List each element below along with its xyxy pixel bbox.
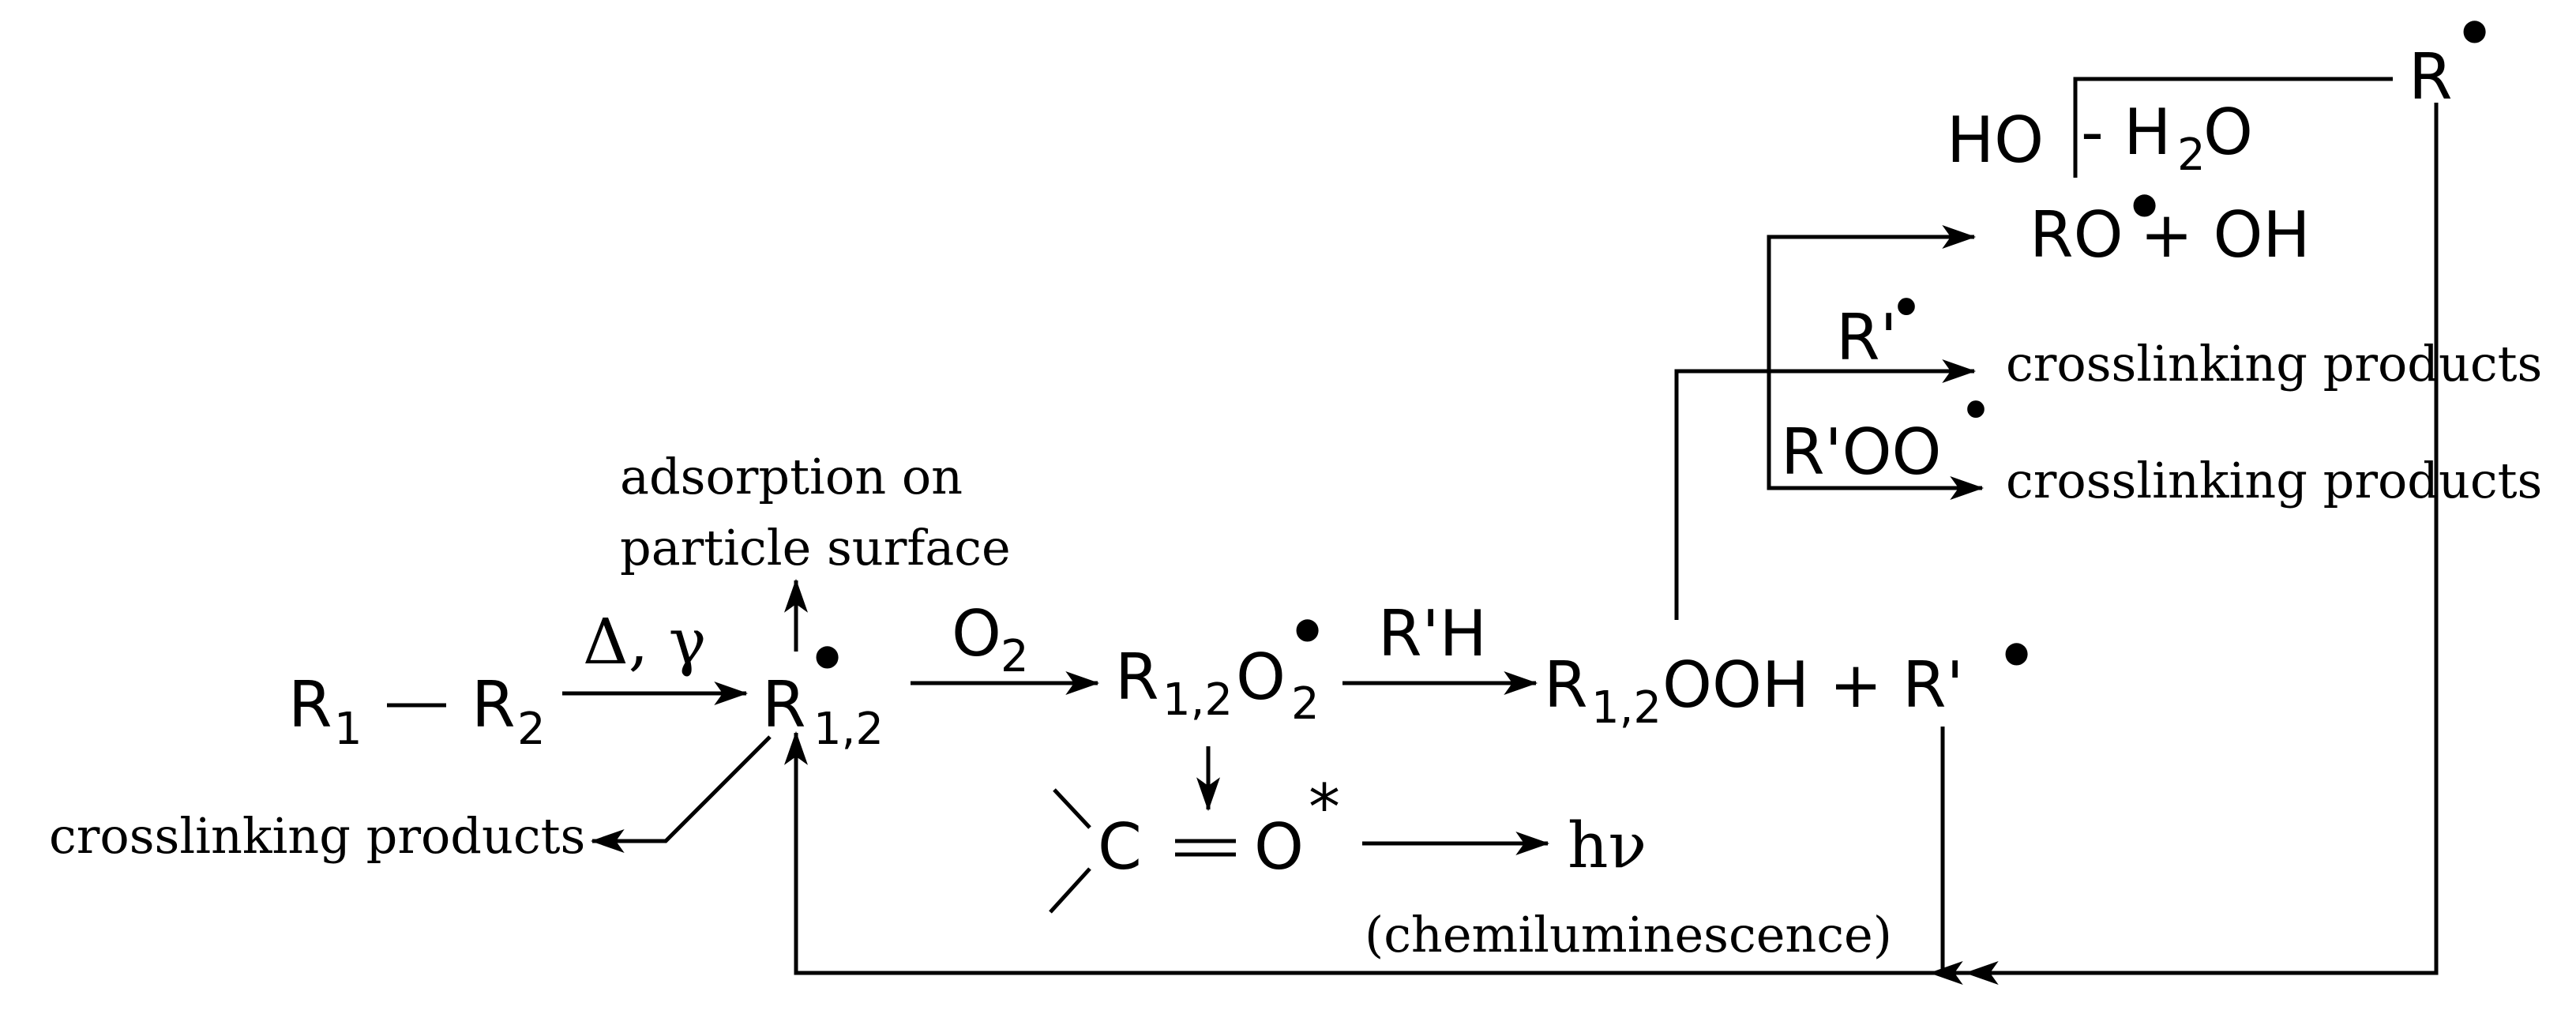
svg-text:R: R [762, 668, 806, 742]
chemiluminescence-label: (chemiluminescence) [1365, 906, 1892, 963]
r-prime-oo-label: R'OO [1781, 415, 1942, 489]
svg-text:R: R [471, 668, 516, 742]
water-elimination-bracket [2073, 77, 2393, 178]
peroxyl-radical: R 1,2 O 2 • [1115, 595, 1327, 730]
svg-text:R: R [288, 668, 332, 742]
svg-text:O: O [2203, 96, 2253, 169]
r2-label: R 2 [471, 668, 546, 755]
r-top-loop-arrow [1964, 103, 2439, 985]
heat-gamma-label: Δ, γ [583, 605, 706, 678]
r-prime-oo-dot: • [1965, 375, 1987, 445]
oxygen-label: O 2 [952, 597, 1029, 682]
svg-text:+ OH: + OH [2140, 198, 2311, 272]
svg-text:R: R [2409, 40, 2453, 114]
svg-text:1: 1 [334, 704, 362, 755]
svg-text:*: * [1309, 771, 1340, 844]
svg-text:2: 2 [2177, 130, 2206, 181]
svg-text:RO: RO [2030, 198, 2124, 272]
svg-text:R: R [1115, 640, 1159, 714]
svg-text:1,2: 1,2 [1591, 682, 1662, 734]
arrow-crosslinking-left [590, 735, 772, 853]
svg-text:•: • [2454, 0, 2495, 70]
svg-text:- H: - H [2081, 96, 2171, 169]
r-prime-loop-arrow [1928, 727, 1963, 985]
svg-text:2: 2 [517, 704, 546, 755]
svg-text:O: O [952, 597, 1001, 670]
svg-text:OOH + R': OOH + R' [1662, 648, 1964, 722]
hydroxyl-label: HO [1947, 103, 2044, 177]
r1-label: R 1 [288, 668, 362, 755]
svg-text:2: 2 [1291, 678, 1320, 730]
hydroperoxide: R 1,2 OOH + R' • [1544, 619, 2037, 734]
r-prime-dot: • [1895, 272, 1917, 342]
svg-text:•: • [1287, 595, 1327, 669]
crosslinking-left-label: crosslinking products [49, 807, 585, 865]
rh-label: R'H [1378, 597, 1487, 670]
adsorption-label-2: particle surface [620, 519, 1011, 576]
svg-text:•: • [1996, 619, 2037, 693]
svg-text:C: C [1098, 810, 1142, 884]
r-top-radical: R • [2409, 0, 2495, 114]
svg-text:1,2: 1,2 [813, 704, 884, 755]
svg-text:1,2: 1,2 [1162, 674, 1233, 726]
svg-text:O: O [1236, 640, 1286, 714]
alkoxyl-hydroxyl: RO • + OH [2030, 171, 2311, 272]
svg-text:2: 2 [1001, 631, 1029, 682]
svg-text:•: • [807, 622, 847, 696]
crosslinking-2-label: crosslinking products [2006, 452, 2542, 509]
feedback-to-radical [784, 730, 2436, 975]
water-elimination-label: - H 2 O [2081, 96, 2253, 181]
light-label: hν [1568, 809, 1647, 882]
excited-carbonyl: C O * [1049, 771, 1340, 914]
svg-text:O: O [1254, 810, 1304, 884]
svg-text:•: • [2124, 171, 2165, 244]
alkyl-radical: R 1,2 • [762, 622, 884, 755]
r-prime-label: R' [1836, 301, 1898, 374]
adsorption-label-1: adsorption on [620, 448, 963, 505]
svg-text:R: R [1544, 648, 1588, 722]
hydroperoxide-up-line [1674, 359, 1977, 620]
crosslinking-1-label: crosslinking products [2006, 335, 2542, 392]
